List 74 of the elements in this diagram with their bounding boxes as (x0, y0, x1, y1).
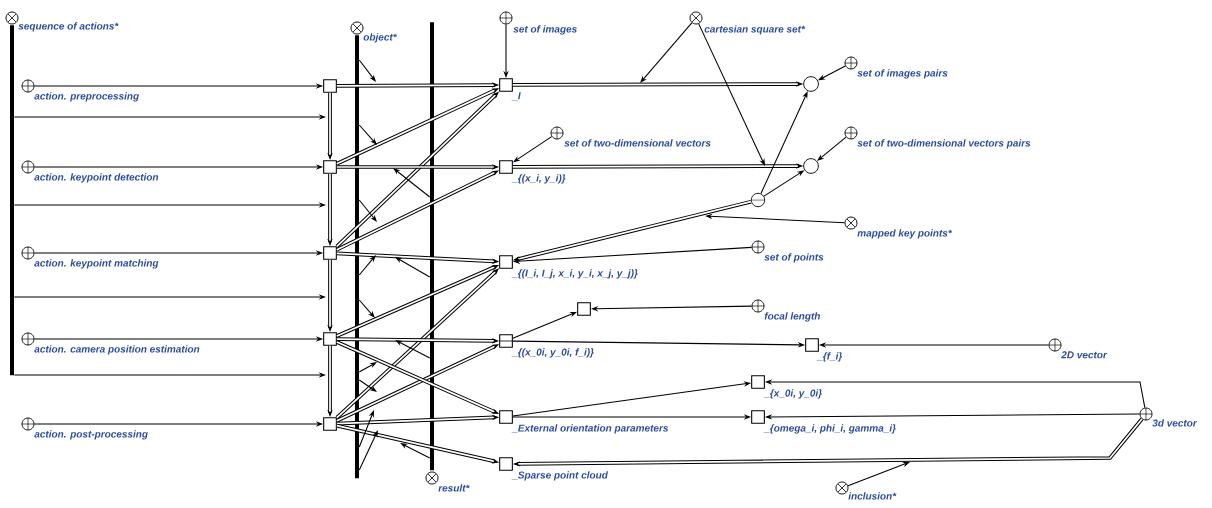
arrow (336, 88, 499, 166)
node-label: 3d vector (1152, 419, 1198, 427)
node-label: _{(x_0i, y_0i, f_i)} (511, 348, 594, 358)
arrow (513, 417, 1144, 466)
square-node (323, 332, 337, 346)
arrow (327, 345, 333, 417)
arrow (336, 344, 499, 423)
node-label: set of two-dimensional vectors pairs (857, 139, 1031, 149)
node-label: cartesian square set* (704, 25, 806, 35)
arrow (327, 92, 333, 160)
arrow (358, 299, 375, 318)
arrow (358, 124, 377, 145)
arrow (512, 164, 803, 169)
node-label: _{(I_i, I_j, x_i, y_i, x_j, y_j)} (511, 269, 638, 279)
arrow (336, 415, 499, 426)
node-label: 2D vector (1061, 351, 1108, 359)
arrow (336, 423, 499, 464)
node-label: set of points (764, 253, 824, 263)
arrow (513, 199, 752, 262)
node-label: _{(x_i, y_i)} (511, 174, 566, 184)
node-label: _{omega_i, phi_i, gamma_i} (763, 424, 896, 434)
node-label: inclusion* (848, 492, 897, 500)
node-label: _{x_0i, y_0i} (763, 389, 822, 399)
minus-circle-node (750, 192, 766, 208)
arrow (400, 443, 431, 459)
node-label: set of images (513, 25, 577, 35)
arrow (358, 255, 376, 276)
arrow (698, 23, 765, 166)
node-label: set of images pairs (857, 69, 948, 79)
arrow (358, 410, 374, 448)
node-label: action. keypoint detection (34, 173, 159, 183)
node-label: object* (363, 33, 397, 43)
arrow (512, 82, 803, 87)
arrow (358, 59, 376, 82)
node-label: action. post-processing (34, 430, 148, 440)
arrow (393, 168, 431, 198)
node-label: focal length (764, 312, 820, 322)
square-node (323, 79, 337, 93)
node-label: sequence of actions* (18, 22, 119, 32)
arrow (327, 259, 333, 332)
arrow (358, 430, 378, 471)
node-label: action. keypoint matching (34, 259, 159, 269)
square-node (323, 246, 337, 260)
node-label: _External orientation parameters (511, 424, 669, 434)
arrow (336, 170, 499, 252)
arrow (847, 462, 910, 487)
node-label: _{f_i} (816, 352, 843, 362)
arrow (327, 173, 333, 246)
node-label: _I (511, 92, 521, 101)
node-label: action. preprocessing (34, 92, 139, 102)
square-node (577, 302, 591, 316)
arrow (336, 83, 499, 88)
arrow (640, 22, 693, 83)
arrow (336, 340, 499, 414)
node-label: mapped key points* (857, 229, 953, 239)
arrow (336, 164, 499, 170)
arrow (358, 379, 377, 392)
node-label: set of two-dimensional vectors (564, 139, 711, 147)
arrow (336, 265, 499, 338)
arrow (358, 362, 377, 373)
arrow (395, 340, 431, 359)
arrow (358, 199, 377, 222)
circle-node (803, 158, 819, 174)
arrow (336, 337, 499, 343)
square-node (323, 417, 337, 431)
node-label: result* (438, 484, 470, 492)
circle-node (803, 76, 819, 92)
arrow (395, 257, 431, 278)
square-node (323, 160, 337, 174)
node-label: _Sparse point cloud (511, 471, 608, 481)
arrow (335, 92, 499, 248)
arrow (336, 251, 499, 264)
node-label: action. camera position estimation (34, 345, 200, 355)
arrow (335, 268, 499, 420)
